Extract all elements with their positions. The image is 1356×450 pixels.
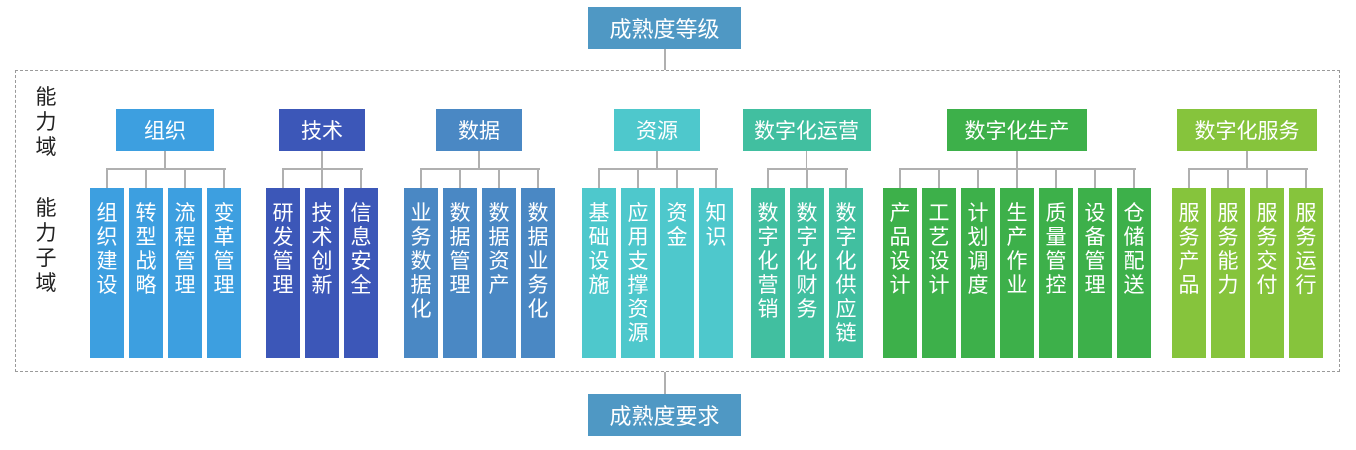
sub-connector <box>498 168 500 188</box>
subdomain-box: 产品设计 <box>883 188 917 358</box>
domain-box: 资源 <box>614 109 700 151</box>
subdomain-box: 设备管理 <box>1078 188 1112 358</box>
subdomain-box: 服务交付 <box>1250 188 1284 358</box>
domain-box: 数字化服务 <box>1177 109 1317 151</box>
domain-connector <box>656 151 658 168</box>
sub-connector <box>767 168 769 188</box>
subdomain-box: 知识 <box>699 188 733 358</box>
maturity-level-box: 成熟度等级 <box>588 7 741 49</box>
sub-connector <box>1188 168 1190 188</box>
domain-connector <box>321 151 323 168</box>
subdomain-box: 研发管理 <box>266 188 300 358</box>
subdomain-box: 组织建设 <box>90 188 124 358</box>
sub-connector <box>321 168 323 188</box>
sub-connector <box>1305 168 1307 188</box>
subdomain-box: 信息安全 <box>344 188 378 358</box>
subdomain-box: 应用支撑资源 <box>621 188 655 358</box>
top-connector <box>664 49 666 70</box>
sub-connector <box>676 168 678 188</box>
subdomain-box: 数字化营销 <box>751 188 785 358</box>
maturity-requirement-box: 成熟度要求 <box>588 394 741 436</box>
domain-row-label: 能力域 <box>35 85 57 159</box>
branch-bar <box>768 168 848 170</box>
sub-connector <box>977 168 979 188</box>
subdomain-row-label: 能力子域 <box>35 196 57 295</box>
subdomain-box: 服务产品 <box>1172 188 1206 358</box>
branch-bar <box>900 168 1136 170</box>
domain-connector <box>1246 151 1248 168</box>
branch-bar <box>421 168 540 170</box>
sub-connector <box>806 168 808 188</box>
sub-connector <box>459 168 461 188</box>
subdomain-box: 质量管控 <box>1039 188 1073 358</box>
subdomain-box: 技术创新 <box>305 188 339 358</box>
domain-connector <box>478 151 480 168</box>
subdomain-box: 基础设施 <box>582 188 616 358</box>
subdomain-box: 业务数据化 <box>404 188 438 358</box>
subdomain-box: 数据管理 <box>443 188 477 358</box>
sub-connector <box>1055 168 1057 188</box>
sub-connector <box>145 168 147 188</box>
sub-connector <box>282 168 284 188</box>
subdomain-box: 仓储配送 <box>1117 188 1151 358</box>
subdomain-box: 数据业务化 <box>521 188 555 358</box>
sub-connector <box>420 168 422 188</box>
subdomain-box: 生产作业 <box>1000 188 1034 358</box>
branch-bar <box>1189 168 1308 170</box>
sub-connector <box>1227 168 1229 188</box>
sub-connector <box>938 168 940 188</box>
sub-connector <box>845 168 847 188</box>
capability-frame <box>15 70 1340 372</box>
subdomain-box: 工艺设计 <box>922 188 956 358</box>
sub-connector <box>106 168 108 188</box>
bottom-connector <box>664 372 666 394</box>
subdomain-box: 服务运行 <box>1289 188 1323 358</box>
domain-connector <box>164 151 166 168</box>
subdomain-box: 计划调度 <box>961 188 995 358</box>
domain-connector <box>1016 151 1018 168</box>
domain-box: 数据 <box>436 109 522 151</box>
sub-connector <box>1094 168 1096 188</box>
domain-box: 组织 <box>116 109 214 151</box>
branch-bar <box>107 168 226 170</box>
sub-connector <box>637 168 639 188</box>
sub-connector <box>899 168 901 188</box>
subdomain-box: 数字化财务 <box>790 188 824 358</box>
sub-connector <box>537 168 539 188</box>
sub-connector <box>1266 168 1268 188</box>
domain-box: 数字化运营 <box>742 109 871 151</box>
domain-connector <box>805 151 808 168</box>
sub-connector <box>360 168 362 188</box>
sub-connector <box>598 168 600 188</box>
subdomain-box: 数字化供应链 <box>829 188 863 358</box>
domain-box: 技术 <box>279 109 365 151</box>
subdomain-box: 流程管理 <box>168 188 202 358</box>
subdomain-box: 转型战略 <box>129 188 163 358</box>
sub-connector <box>1133 168 1135 188</box>
subdomain-box: 服务能力 <box>1211 188 1245 358</box>
sub-connector <box>715 168 717 188</box>
sub-connector <box>1016 168 1018 188</box>
subdomain-box: 资金 <box>660 188 694 358</box>
branch-bar <box>599 168 718 170</box>
branch-bar <box>283 168 363 170</box>
sub-connector <box>184 168 186 188</box>
domain-box: 数字化生产 <box>947 109 1087 151</box>
sub-connector <box>223 168 225 188</box>
subdomain-box: 数据资产 <box>482 188 516 358</box>
subdomain-box: 变革管理 <box>207 188 241 358</box>
